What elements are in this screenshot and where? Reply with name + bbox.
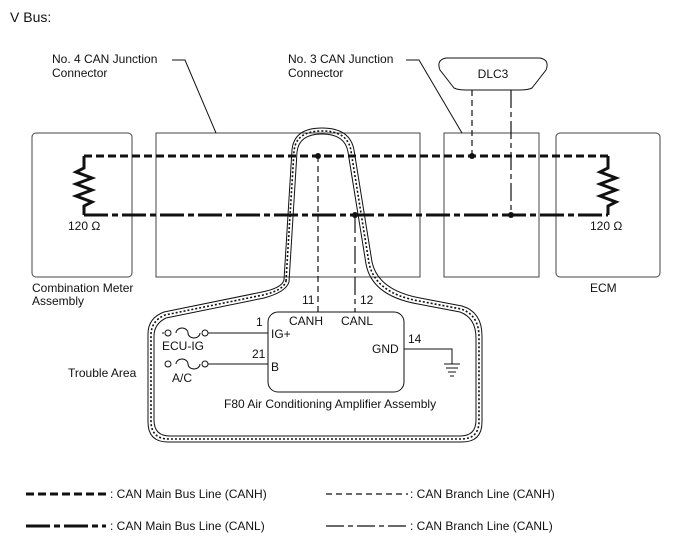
junction4-label-line2: Connector (52, 66, 107, 80)
pin-igp-label: IG+ (271, 327, 291, 341)
ecu-ig-label: ECU-IG (162, 339, 204, 353)
amplifier-label: F80 Air Conditioning Amplifier Assembly (224, 397, 436, 411)
dlc3-label: DLC3 (478, 67, 509, 81)
junction4-leader-line (172, 59, 217, 134)
ecu-ig-fuse-terminal-left (164, 329, 172, 337)
legend-canl-main-text: : CAN Main Bus Line (CANL) (110, 519, 265, 533)
gnd-wire (404, 348, 453, 364)
pin-b-label: B (271, 360, 279, 374)
trouble-area-label: Trouble Area (68, 366, 137, 380)
ecu-ig-fuse-terminal-right (201, 329, 209, 337)
ecm-box (555, 132, 661, 278)
ac-fuse-icon (175, 358, 201, 370)
combination-meter-box (31, 132, 133, 278)
meter-label-line1: Combination Meter (32, 281, 133, 295)
ecu-ig-fuse-icon (162, 327, 201, 339)
pin-b-number: 21 (252, 347, 266, 361)
pin-canl-label: CANL (341, 314, 373, 328)
ac-label: A/C (172, 371, 192, 385)
no4-junction-box (155, 132, 421, 278)
trouble-area-outline-mid (150, 130, 480, 440)
pin-igp-number: 1 (256, 315, 263, 329)
splice-dot-canl-amplifier (352, 212, 358, 218)
no3-junction-box (443, 132, 540, 278)
resistor-left-value: 120 Ω (68, 219, 100, 233)
ac-fuse-terminal-right (201, 360, 209, 368)
resistor-right-value: 120 Ω (590, 219, 622, 233)
trouble-area-outline-outer (147, 127, 483, 443)
splice-dot-canh-amplifier (315, 153, 321, 159)
ac-fuse-terminal-left (164, 360, 172, 368)
resistor-right-icon (595, 156, 621, 215)
ecm-label: ECM (590, 281, 617, 295)
diagram-title: V Bus: (10, 9, 51, 25)
amplifier-box (267, 311, 405, 393)
pin-gnd-number: 14 (408, 332, 422, 346)
legend-canh-main-text: : CAN Main Bus Line (CANH) (110, 487, 267, 501)
junction4-label-line1: No. 4 CAN Junction (52, 52, 157, 66)
ground-icon (444, 363, 460, 377)
splice-dot-canl-dlc3 (508, 212, 514, 218)
pin-gnd-label: GND (372, 342, 399, 356)
resistor-left-icon (71, 156, 97, 215)
pin-canh-label: CANH (289, 314, 323, 328)
junction3-label-line1: No. 3 CAN Junction (288, 52, 393, 66)
pin-canh-number: 11 (302, 293, 315, 307)
legend-canl-branch-text: : CAN Branch Line (CANL) (410, 519, 553, 533)
legend-canh-branch-text: : CAN Branch Line (CANH) (410, 487, 555, 501)
junction3-label-line2: Connector (288, 66, 343, 80)
pin-canl-number: 12 (360, 293, 374, 307)
junction3-leader-line (406, 59, 463, 134)
splice-dot-canh-dlc3 (469, 153, 475, 159)
trouble-area-outline-inner (153, 133, 477, 437)
dlc3-connector (438, 57, 548, 91)
meter-label-line2: Assembly (32, 294, 84, 308)
